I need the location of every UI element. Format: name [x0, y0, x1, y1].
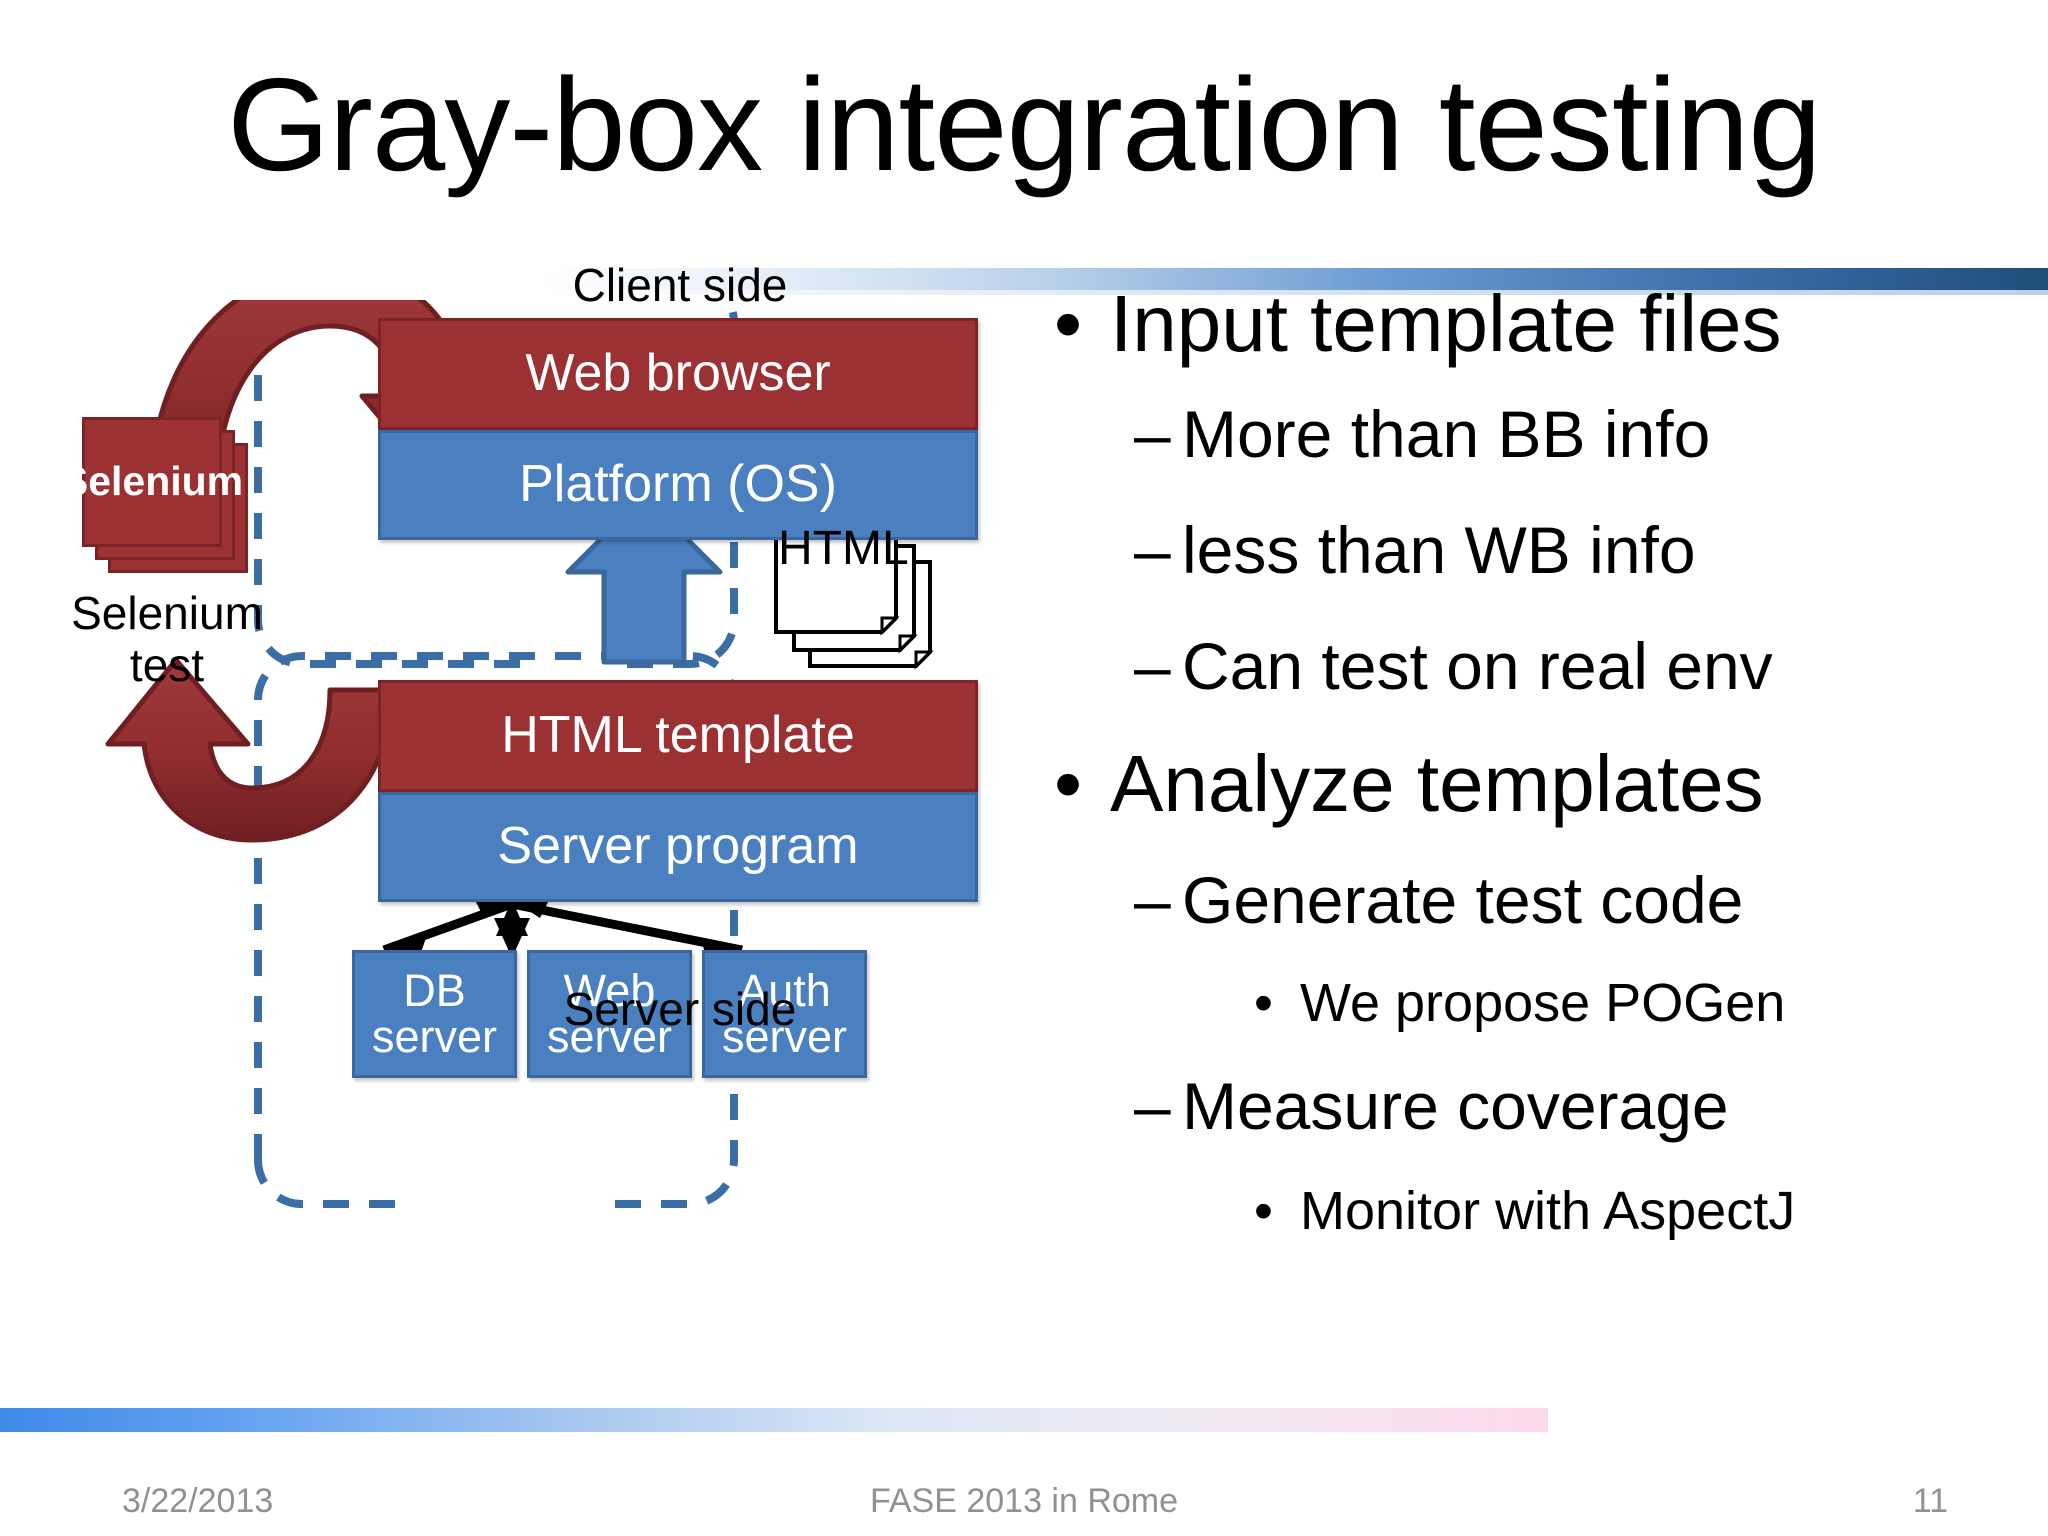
bullet-text: More than BB info [1182, 397, 1711, 471]
bullet-more-than-bb-info: –More than BB info [1134, 396, 1710, 472]
bullet-list: •Input template files –More than BB info… [1042, 279, 2042, 1400]
server-links [382, 899, 743, 955]
selenium-card-stack: Sele nium [61, 417, 262, 581]
bullet-text: Monitor with AspectJ [1300, 1181, 1796, 1241]
bullet-can-test-on-real-env: –Can test on real env [1134, 628, 1773, 704]
bullet-generate-test-code: –Generate test code [1134, 862, 1743, 938]
box-html-template: HTML template [378, 680, 978, 792]
bullet-measure-coverage: –Measure coverage [1134, 1068, 1729, 1144]
title-divider-bar [540, 268, 2048, 290]
bullet-marker: • [1254, 1181, 1273, 1241]
bullet-text: Input template files [1110, 279, 1782, 368]
title-divider-shadow [540, 290, 2048, 295]
bullet-text: We propose POGen [1300, 973, 1786, 1033]
box-platform-os: Platform (OS) [378, 430, 978, 540]
footer-date: 3/22/2013 [122, 1482, 274, 1520]
bullet-text: Measure coverage [1182, 1069, 1729, 1143]
footer-event-name: FASE 2013 in Rome [869, 1482, 1179, 1520]
bullet-marker: – [1134, 629, 1171, 703]
bullet-marker: – [1134, 863, 1171, 937]
html-document-stack [774, 526, 934, 670]
box-db-server: DB server [352, 950, 517, 1078]
bullet-text: less than WB info [1182, 513, 1696, 587]
bullet-marker: – [1134, 397, 1171, 471]
selenium-card-label: Sele nium [61, 417, 243, 547]
page-title: Gray-box integration testing [227, 51, 1822, 198]
bullet-analyze-templates: • Analyze templates [1054, 738, 1764, 830]
client-side-label: Client side [572, 259, 788, 311]
bullet-we-propose-pogen: • We propose POGen [1254, 972, 1785, 1034]
bullet-text: Can test on real env [1182, 629, 1773, 703]
selenium-card-line2: nium [145, 458, 244, 505]
bullet-marker: • [1054, 739, 1083, 828]
template-to-selenium-arrow [105, 657, 395, 843]
bullet-text: Generate test code [1182, 863, 1744, 937]
bullet-monitor-with-aspectj: • Monitor with AspectJ [1254, 1180, 1795, 1242]
bullet-input-template-files: • Input template files [1054, 278, 1781, 370]
bullet-text: Analyze templates [1110, 739, 1764, 828]
footer-divider-bar [0, 1408, 1548, 1432]
bullet-less-than-wb-info: –less than WB info [1134, 512, 1696, 588]
box-web-browser: Web browser [378, 318, 978, 430]
box-server-program: Server program [378, 792, 978, 902]
selenium-test-label: Selenium test [71, 587, 263, 691]
bullet-marker: • [1054, 279, 1083, 368]
bullet-marker: – [1134, 513, 1171, 587]
html-docs-label: HTML [778, 522, 909, 575]
selenium-card-line1: Sele [60, 458, 146, 505]
bullet-marker: • [1254, 973, 1273, 1033]
architecture-diagram: Web browser Platform (OS) HTML template … [0, 259, 1040, 1400]
server-side-boundary [254, 652, 738, 1208]
server-side-label: Server side [563, 983, 797, 1035]
box-auth-server: Auth server [702, 950, 867, 1078]
bullet-marker: – [1134, 1069, 1171, 1143]
box-web-server: Web server [527, 950, 692, 1078]
selenium-sheet-front [82, 417, 222, 547]
footer-page-number: 11 [1912, 1482, 1948, 1520]
